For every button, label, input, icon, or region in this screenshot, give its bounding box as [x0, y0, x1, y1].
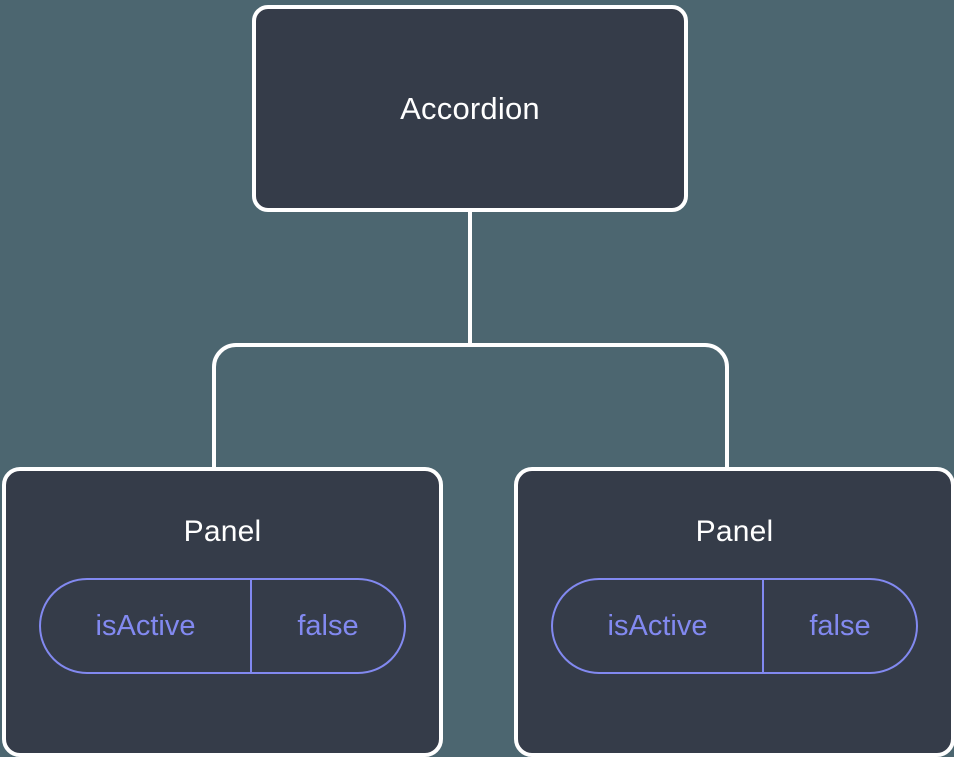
- node-accordion-label: Accordion: [400, 91, 540, 126]
- node-panel-1-label: Panel: [183, 515, 262, 548]
- node-accordion[interactable]: Accordion: [252, 5, 688, 212]
- prop-key-isactive: isActive: [41, 580, 252, 672]
- node-panel-2-label: Panel: [695, 515, 774, 548]
- node-panel-1[interactable]: Panel isActive false: [2, 467, 443, 757]
- prop-pill-panel-2[interactable]: isActive false: [551, 578, 918, 674]
- diagram-canvas: Accordion Panel isActive false Panel isA…: [2, 5, 954, 757]
- prop-value-isactive: false: [297, 609, 359, 642]
- node-panel-2[interactable]: Panel isActive false: [514, 467, 954, 757]
- prop-value-isactive: false: [809, 609, 871, 642]
- connector-branch: [212, 343, 729, 467]
- prop-pill-panel-1[interactable]: isActive false: [39, 578, 406, 674]
- prop-key-isactive: isActive: [553, 580, 764, 672]
